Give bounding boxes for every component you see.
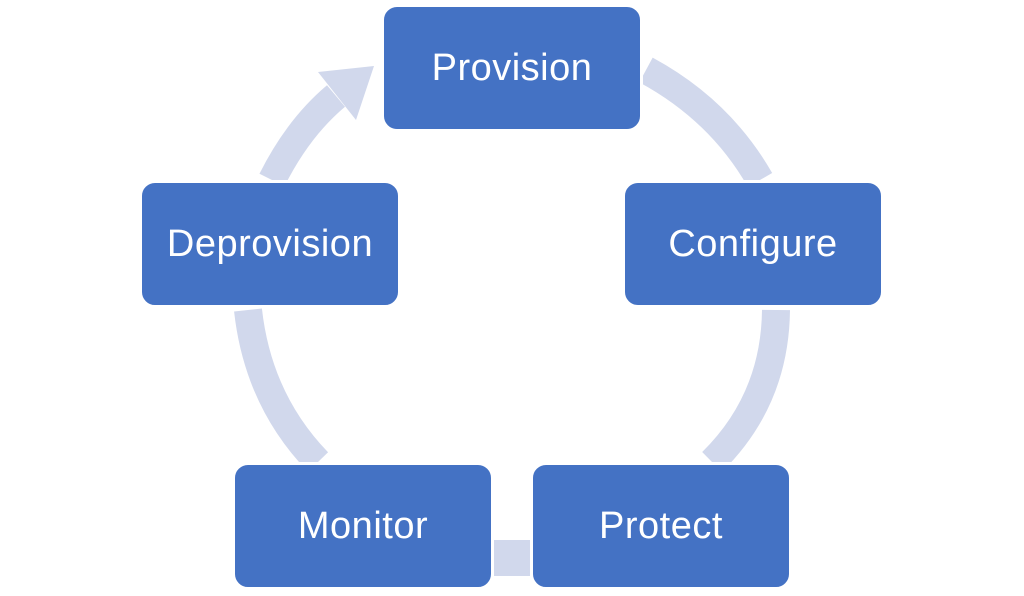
node-provision: Provision (381, 4, 643, 132)
node-configure: Configure (622, 180, 884, 308)
node-monitor-label: Monitor (297, 504, 429, 547)
node-deprovision-label: Deprovision (166, 222, 374, 265)
node-deprovision: Deprovision (139, 180, 401, 308)
arc-protect-monitor (494, 540, 530, 576)
arrowhead-icon (318, 66, 374, 120)
node-protect-label: Protect (599, 504, 723, 547)
arc-provision-configure (639, 57, 773, 188)
arc-deprovision-provision (259, 85, 346, 187)
node-provision-label: Provision (431, 46, 593, 89)
arc-monitor-deprovision (234, 308, 329, 472)
node-monitor: Monitor (232, 462, 494, 590)
arc-configure-protect (702, 309, 790, 472)
node-configure-label: Configure (668, 222, 838, 265)
node-protect: Protect (530, 462, 792, 590)
